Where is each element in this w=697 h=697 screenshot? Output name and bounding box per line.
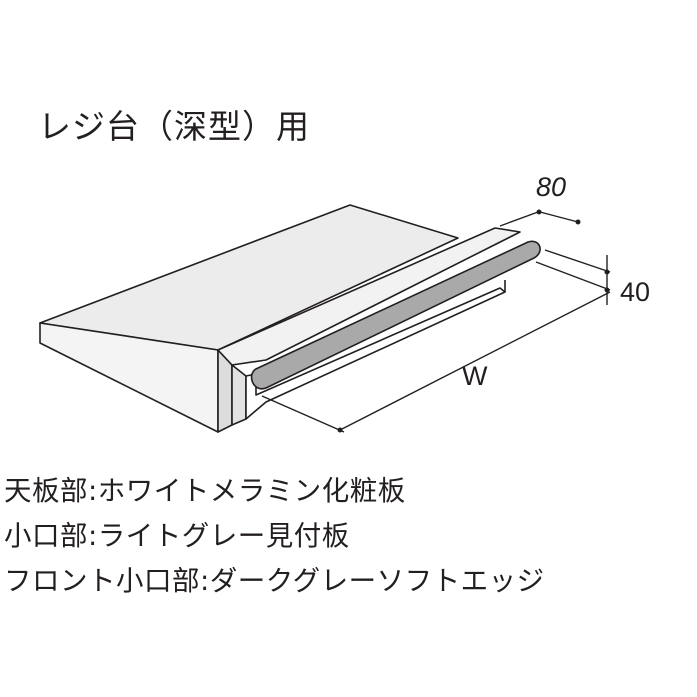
spec-separator: :	[200, 565, 210, 597]
spec-separator: :	[88, 520, 98, 552]
spec-top-panel: 天板部:ホワイトメラミン化粧板	[4, 468, 406, 508]
soft-edge-bar	[250, 240, 541, 390]
spec-front-edge: フロント小口部:ダークグレーソフトエッジ	[4, 558, 545, 598]
spec-part-label: 小口部	[4, 520, 88, 552]
spec-value: ホワイトメラミン化粧板	[97, 475, 406, 507]
spec-separator: :	[88, 475, 98, 507]
dimension-depth-label: 80	[536, 172, 566, 202]
edge-trim-top	[217, 227, 521, 366]
edge-trim-front	[231, 364, 247, 426]
dimension-height-label: 40	[620, 277, 650, 307]
spec-value: ライトグレー見付板	[97, 520, 350, 552]
spec-part-label: フロント小口部	[4, 565, 200, 597]
dimension-width-label: W	[462, 361, 488, 391]
diagram-title: レジ台（深型）用	[38, 107, 310, 146]
spec-value: ダークグレーソフトエッジ	[209, 565, 545, 597]
spec-part-label: 天板部	[4, 475, 88, 507]
spec-edge: 小口部:ライトグレー見付板	[4, 513, 350, 553]
